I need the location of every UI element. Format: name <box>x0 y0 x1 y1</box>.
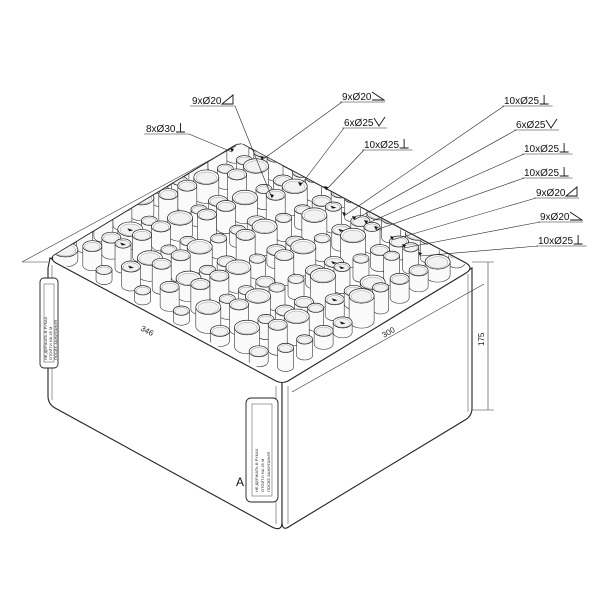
tube <box>296 334 313 361</box>
perpendicular-icon <box>176 123 185 133</box>
angle-icon <box>564 186 578 197</box>
tube <box>173 305 190 326</box>
callout: 10xØ25 <box>364 143 573 225</box>
tube <box>267 318 288 356</box>
tube <box>251 218 278 256</box>
cone-icon <box>569 211 584 221</box>
tube <box>159 281 180 312</box>
leader-arrow <box>418 252 422 256</box>
tube <box>313 233 331 263</box>
tube <box>287 273 305 300</box>
callout: 9xØ20 <box>402 211 584 249</box>
callout: 6xØ25 <box>298 116 387 187</box>
label-front-line-3: ПОСЛЕ ЗАЖИГАНИЯ <box>266 452 271 492</box>
leader-arrow <box>260 156 264 160</box>
tube <box>332 316 353 339</box>
v-shape-icon <box>545 118 558 129</box>
tube <box>372 282 389 315</box>
label-left-line-1: НЕ ДЕРЖАТЬ В РУКАХ <box>43 316 48 360</box>
v-shape-icon <box>373 116 386 127</box>
leader-arrow <box>352 216 356 220</box>
leader-arrow <box>342 212 346 216</box>
warning-label-left: НЕ ДЕРЖАТЬ В РУКАХ ОТОЙТИ НА 25 М ПОСЛЕ … <box>39 277 59 369</box>
callout-label: 10xØ25 <box>364 140 399 151</box>
tube <box>277 342 294 372</box>
callout-label: 10xØ25 <box>538 236 573 247</box>
box-right-face <box>281 267 473 529</box>
callout: 10xØ25 <box>342 95 553 217</box>
callout-label: 10xØ25 <box>524 144 559 155</box>
tube <box>265 188 286 226</box>
tube <box>333 262 351 294</box>
tube <box>313 325 334 350</box>
callout-label: 9xØ20 <box>192 96 222 107</box>
tube <box>210 325 230 347</box>
dimension-lines <box>21 145 494 411</box>
leader-arrow <box>324 186 328 190</box>
tube <box>167 210 193 242</box>
callout: 9xØ20 <box>390 186 579 241</box>
tube <box>324 293 345 322</box>
callout: 6xØ25 <box>352 118 559 221</box>
label-front-line-1: НЕ ДЕРЖАТЬ В РУКАХ <box>254 448 259 492</box>
tube <box>424 254 451 283</box>
callout: 10xØ25 <box>418 235 587 257</box>
callout-label: 6xØ25 <box>344 118 374 129</box>
leader-arrow <box>270 194 274 198</box>
callout: 10xØ25 <box>324 139 413 191</box>
callout: 9xØ20 <box>190 94 274 199</box>
callout-label: 10xØ25 <box>524 168 559 179</box>
leader-arrow <box>402 244 406 248</box>
callout: 10xØ25 <box>374 167 573 231</box>
perpendicular-icon <box>399 139 409 149</box>
callout-label: 9xØ20 <box>342 92 372 103</box>
leader-arrow <box>374 226 378 230</box>
perpendicular-icon <box>559 143 569 153</box>
perpendicular-icon <box>539 95 549 105</box>
leader-arrow <box>364 220 368 224</box>
leader-arrow <box>390 236 394 240</box>
tube <box>134 285 152 306</box>
callout-label: 6xØ25 <box>516 120 546 131</box>
angle-icon <box>220 94 234 105</box>
tube <box>248 345 269 368</box>
tube <box>52 242 79 268</box>
tube <box>389 273 410 304</box>
perpendicular-icon <box>559 167 569 177</box>
cone-icon <box>371 91 386 101</box>
dimension-height: 175 <box>477 332 486 346</box>
tube <box>95 264 113 285</box>
callout-label: 9xØ20 <box>540 212 570 223</box>
tube <box>249 253 266 280</box>
callout: 8xØ30 <box>144 123 234 153</box>
perpendicular-icon <box>573 235 583 245</box>
view-label: A <box>236 475 244 489</box>
leader-arrow <box>230 148 234 152</box>
label-left-line-2: ОТОЙТИ НА 25 М <box>48 327 53 360</box>
leader-arrow <box>298 182 302 186</box>
callout-label: 8xØ30 <box>146 124 176 135</box>
callout: 9xØ20 <box>260 91 386 161</box>
warning-label-front: НЕ ДЕРЖАТЬ В РУКАХ ОТОЙТИ НА 25 М ПОСЛЕ … <box>245 397 279 503</box>
callout-label: 10xØ25 <box>504 96 539 107</box>
tube <box>408 264 429 293</box>
tube <box>210 233 228 260</box>
label-front-line-2: ОТОЙТИ НА 25 М <box>260 459 265 492</box>
callouts: 9xØ20 9xØ20 8xØ30 6xØ25 10xØ25 10xØ25 6xØ25 10x… <box>144 91 587 257</box>
label-left-line-3: ПОСЛЕ ЗАЖИГАНИЯ <box>53 320 58 360</box>
tube <box>348 288 375 329</box>
callout-label: 9xØ20 <box>536 188 566 199</box>
